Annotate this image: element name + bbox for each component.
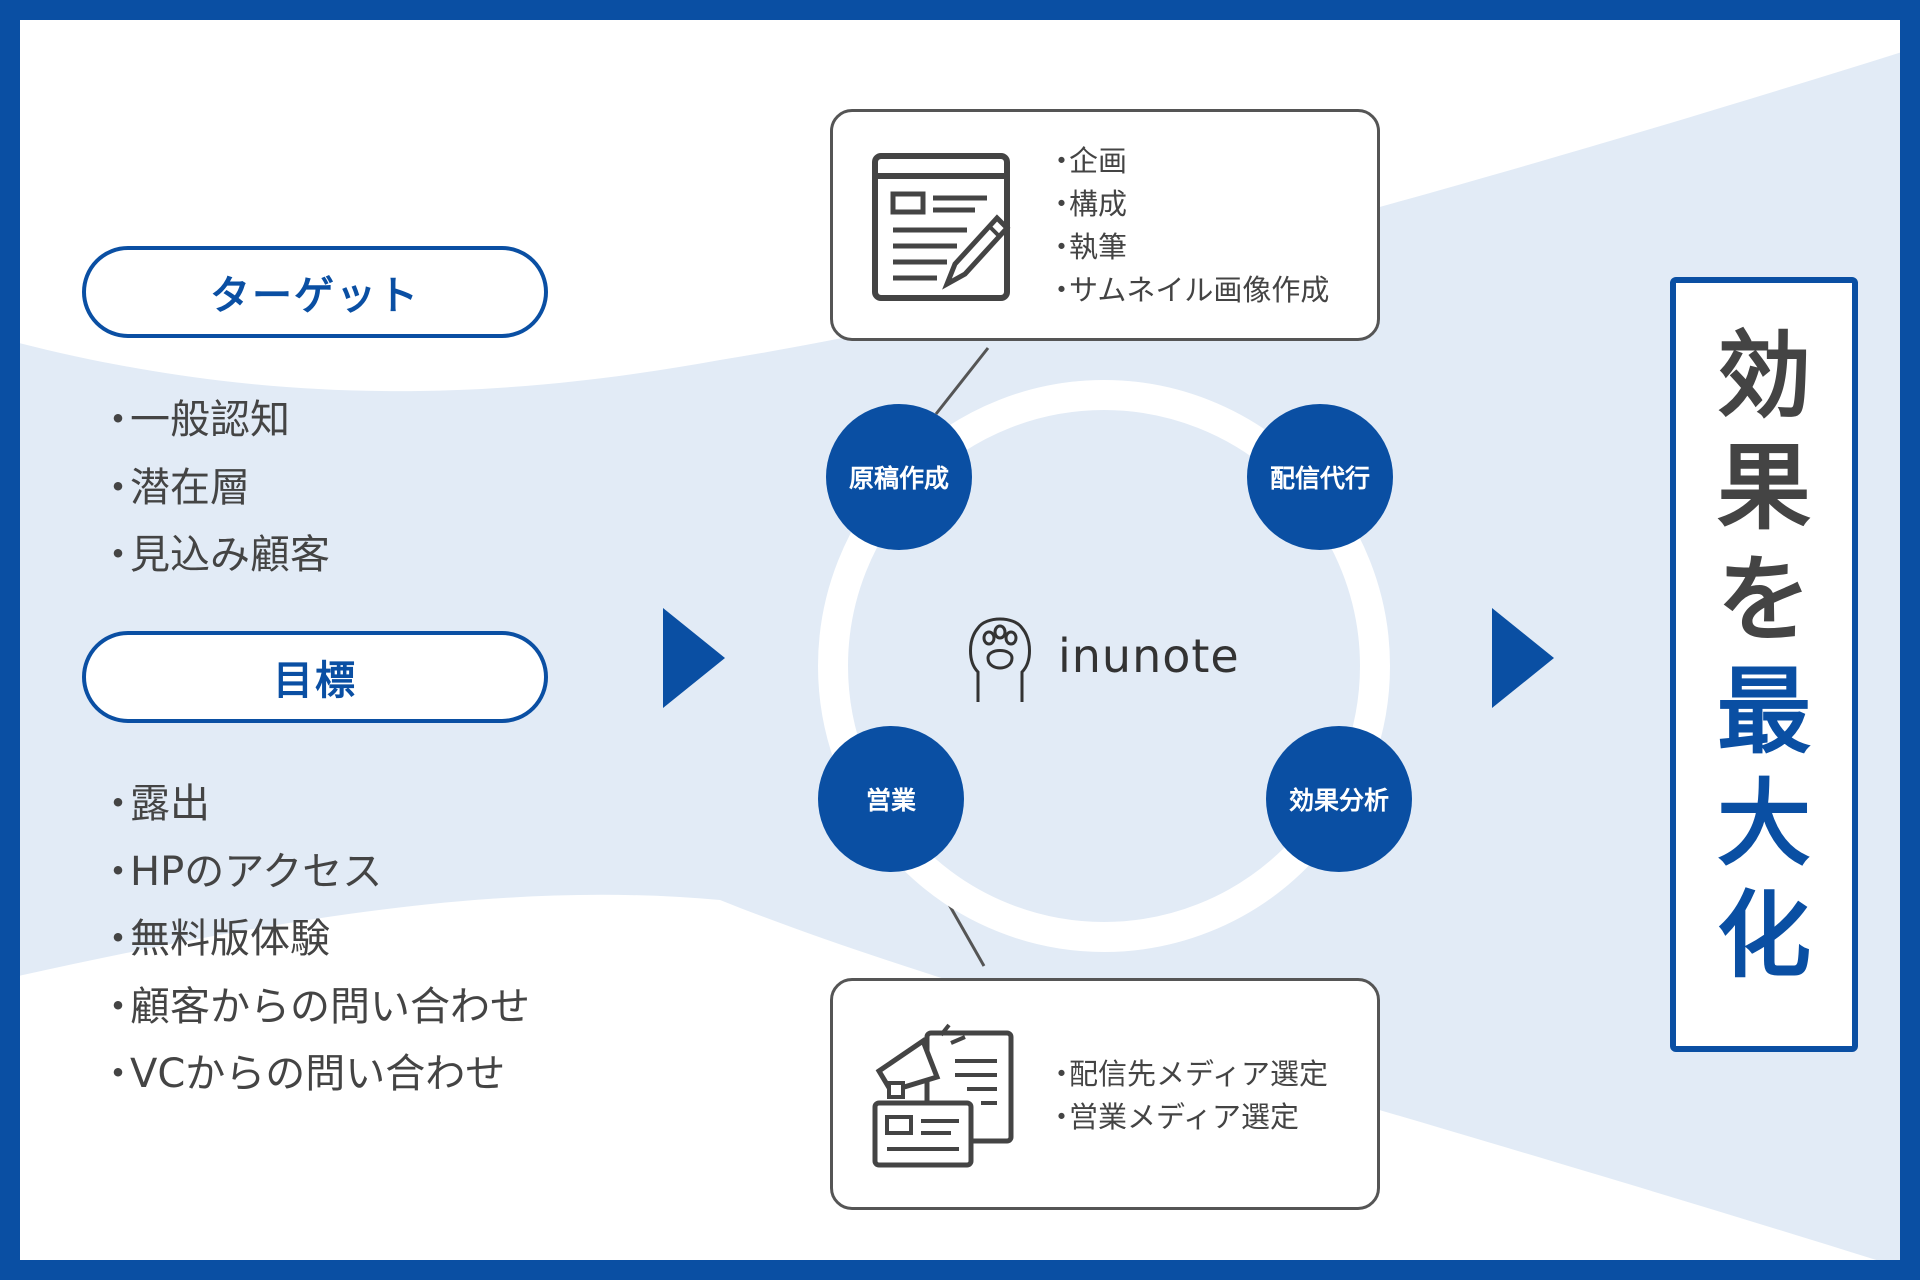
list-item: ・顧客からの問い合わせ: [98, 983, 530, 1030]
target-list: ・一般認知 ・潜在層 ・見込み顧客: [98, 387, 330, 590]
connector-top: [934, 347, 990, 415]
list-item: ・露出: [98, 781, 210, 827]
arrow-right-icon: [1492, 608, 1554, 708]
media-box: ・配信先メディア選定 ・営業メディア選定: [830, 978, 1380, 1210]
inunote-logo: inunote: [964, 610, 1240, 702]
logo-text: inunote: [1058, 629, 1240, 683]
step-sales: 営業: [818, 726, 964, 872]
list-item: ・執筆: [1047, 230, 1128, 264]
document-pencil-icon: [872, 153, 1011, 301]
result-char: 最: [1716, 658, 1811, 767]
paw-icon: [969, 617, 1031, 702]
list-item: ・営業メディア選定: [1047, 1100, 1299, 1134]
megaphone-document-icon: [872, 1023, 1014, 1168]
step-analysis: 効果分析: [1266, 726, 1412, 872]
arrow-right-icon: [663, 608, 725, 708]
step-manuscript: 原稿作成: [826, 404, 972, 550]
target-title: ターゲット: [210, 273, 420, 319]
list-item: ・VCからの問い合わせ: [98, 1051, 506, 1097]
list-item: ・構成: [1047, 187, 1128, 221]
result-banner: 効 果 を 最 大 化: [1670, 277, 1858, 1052]
result-char: 大: [1716, 770, 1811, 879]
goal-heading: 目標: [82, 631, 548, 723]
list-item: ・見込み顧客: [98, 532, 330, 578]
goal-list: ・露出 ・HPのアクセス ・無料版体験 ・顧客からの問い合わせ ・VCからの問い…: [98, 771, 530, 1109]
list-item: ・無料版体験: [98, 916, 330, 962]
goal-title: 目標: [273, 658, 357, 704]
result-char: 効: [1716, 322, 1811, 431]
content-box: ・企画 ・構成 ・執筆 ・サムネイル画像作成: [830, 109, 1380, 341]
content-box-list: ・企画 ・構成 ・執筆 ・サムネイル画像作成: [1047, 140, 1329, 312]
media-box-list: ・配信先メディア選定 ・営業メディア選定: [1047, 1053, 1328, 1139]
list-item: ・配信先メディア選定: [1047, 1057, 1328, 1091]
list-item: ・企画: [1047, 144, 1128, 178]
step-distribution: 配信代行: [1247, 404, 1393, 550]
target-heading: ターゲット: [82, 246, 548, 338]
result-char: を: [1716, 546, 1811, 655]
result-char: 果: [1716, 434, 1811, 543]
list-item: ・HPのアクセス: [98, 848, 383, 895]
list-item: ・サムネイル画像作成: [1047, 273, 1330, 307]
list-item: ・潜在層: [98, 464, 250, 511]
result-char: 化: [1716, 882, 1811, 991]
list-item: ・一般認知: [98, 397, 290, 443]
